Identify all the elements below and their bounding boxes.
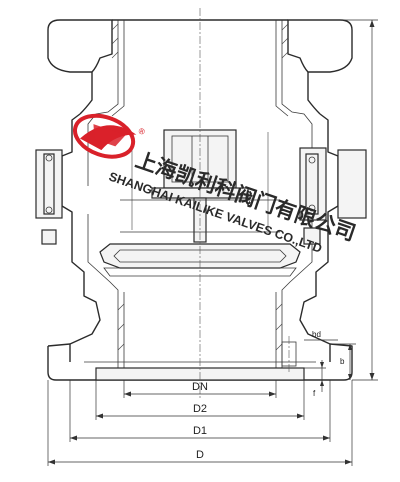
wall-hatching [111, 23, 289, 351]
inner-liner [84, 20, 316, 381]
company-logo: ® [73, 113, 147, 159]
dim-label-d2: D2 [193, 403, 207, 415]
dim-label-d1: D1 [193, 425, 207, 437]
dim-label-b: b [340, 357, 345, 366]
registered-mark: ® [136, 126, 146, 137]
flange-bolt-hole [281, 336, 297, 372]
dim-label-bd: bd [312, 330, 321, 339]
side-bolt-right [299, 147, 367, 245]
right-dimensions [290, 19, 378, 392]
bottom-dimensions [47, 380, 353, 466]
dim-label-d: D [196, 449, 204, 461]
dim-label-dn: DN [192, 381, 208, 393]
side-bolt-left [35, 149, 63, 245]
dim-label-f: f [313, 389, 316, 398]
